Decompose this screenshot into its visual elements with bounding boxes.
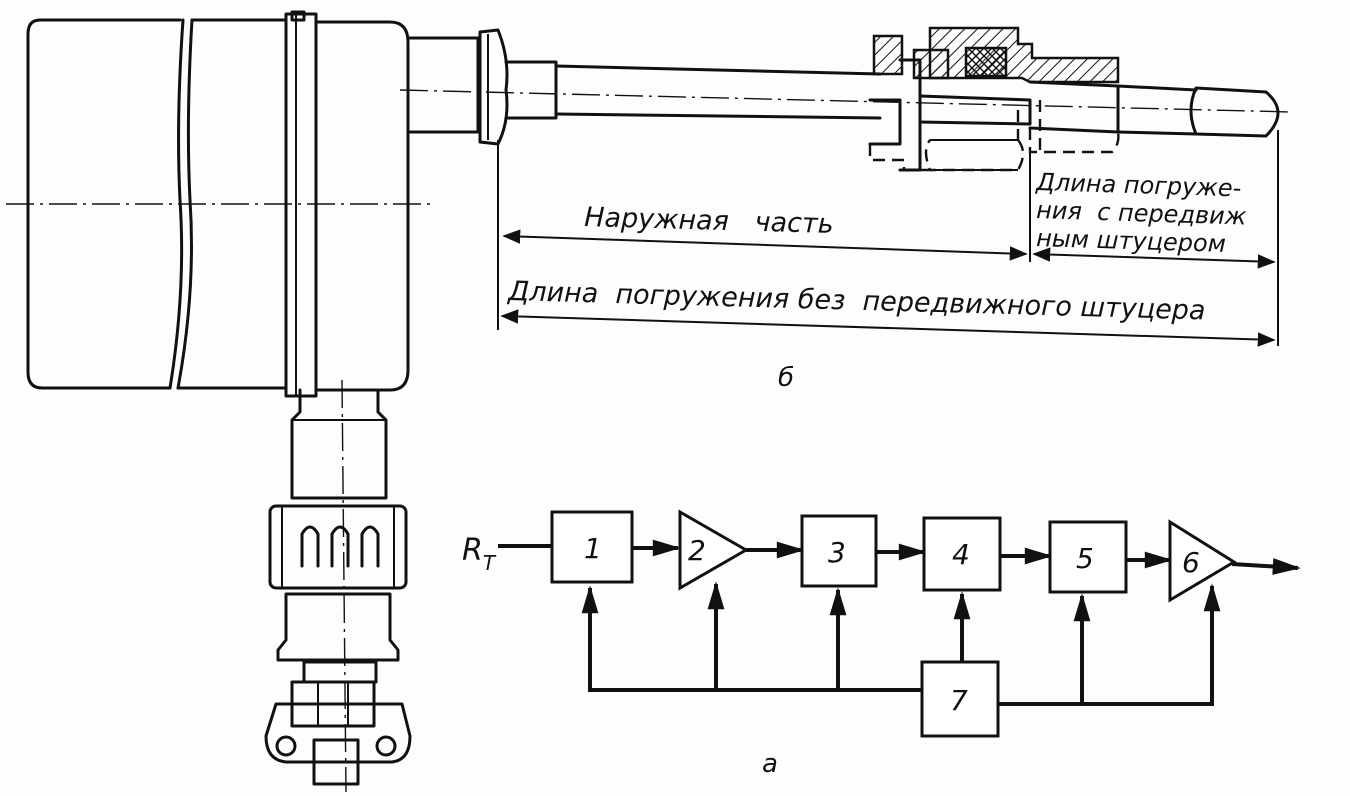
block-4-label: 4	[952, 538, 970, 571]
block-5-label: 5	[1076, 542, 1094, 575]
immersion-fitting-label-line3: ным штуцером	[1036, 224, 1226, 258]
block-2-amplifier: 2	[678, 509, 750, 591]
block-6-label: 6	[1182, 546, 1200, 579]
block-4: 4	[922, 516, 1002, 592]
dimension-texts: Наружная часть Длина погруже- ния с пере…	[507, 168, 1247, 393]
sensor-housing	[6, 10, 430, 398]
dimension-extension-lines	[497, 130, 1279, 346]
dimension-lines	[500, 229, 1276, 347]
input-label: RT	[462, 533, 497, 575]
block-1: 1	[550, 510, 634, 584]
block-2-label: 2	[688, 534, 706, 567]
outer-part-label: Наружная часть	[584, 202, 834, 240]
movable-fitting	[868, 26, 1120, 172]
figure-b-label: б	[778, 363, 794, 393]
block-6-amplifier: 6	[1168, 519, 1237, 603]
block-7-label: 7	[950, 684, 968, 717]
block-1-label: 1	[584, 532, 602, 565]
immersion-fitting-label-line1: Длина погруже-	[1035, 168, 1242, 202]
sensor-stem	[399, 28, 1293, 146]
block-diagram: RT 1 2 3 4	[462, 509, 1301, 779]
block-3: 3	[800, 514, 878, 588]
connector-assembly	[264, 379, 412, 793]
immersion-fitting-label-line2: ния с передвиж	[1036, 196, 1247, 231]
block-3-label: 3	[828, 536, 846, 569]
block-5: 5	[1048, 520, 1128, 594]
figure-a-label: а	[762, 749, 778, 779]
block-7: 7	[920, 660, 1000, 738]
